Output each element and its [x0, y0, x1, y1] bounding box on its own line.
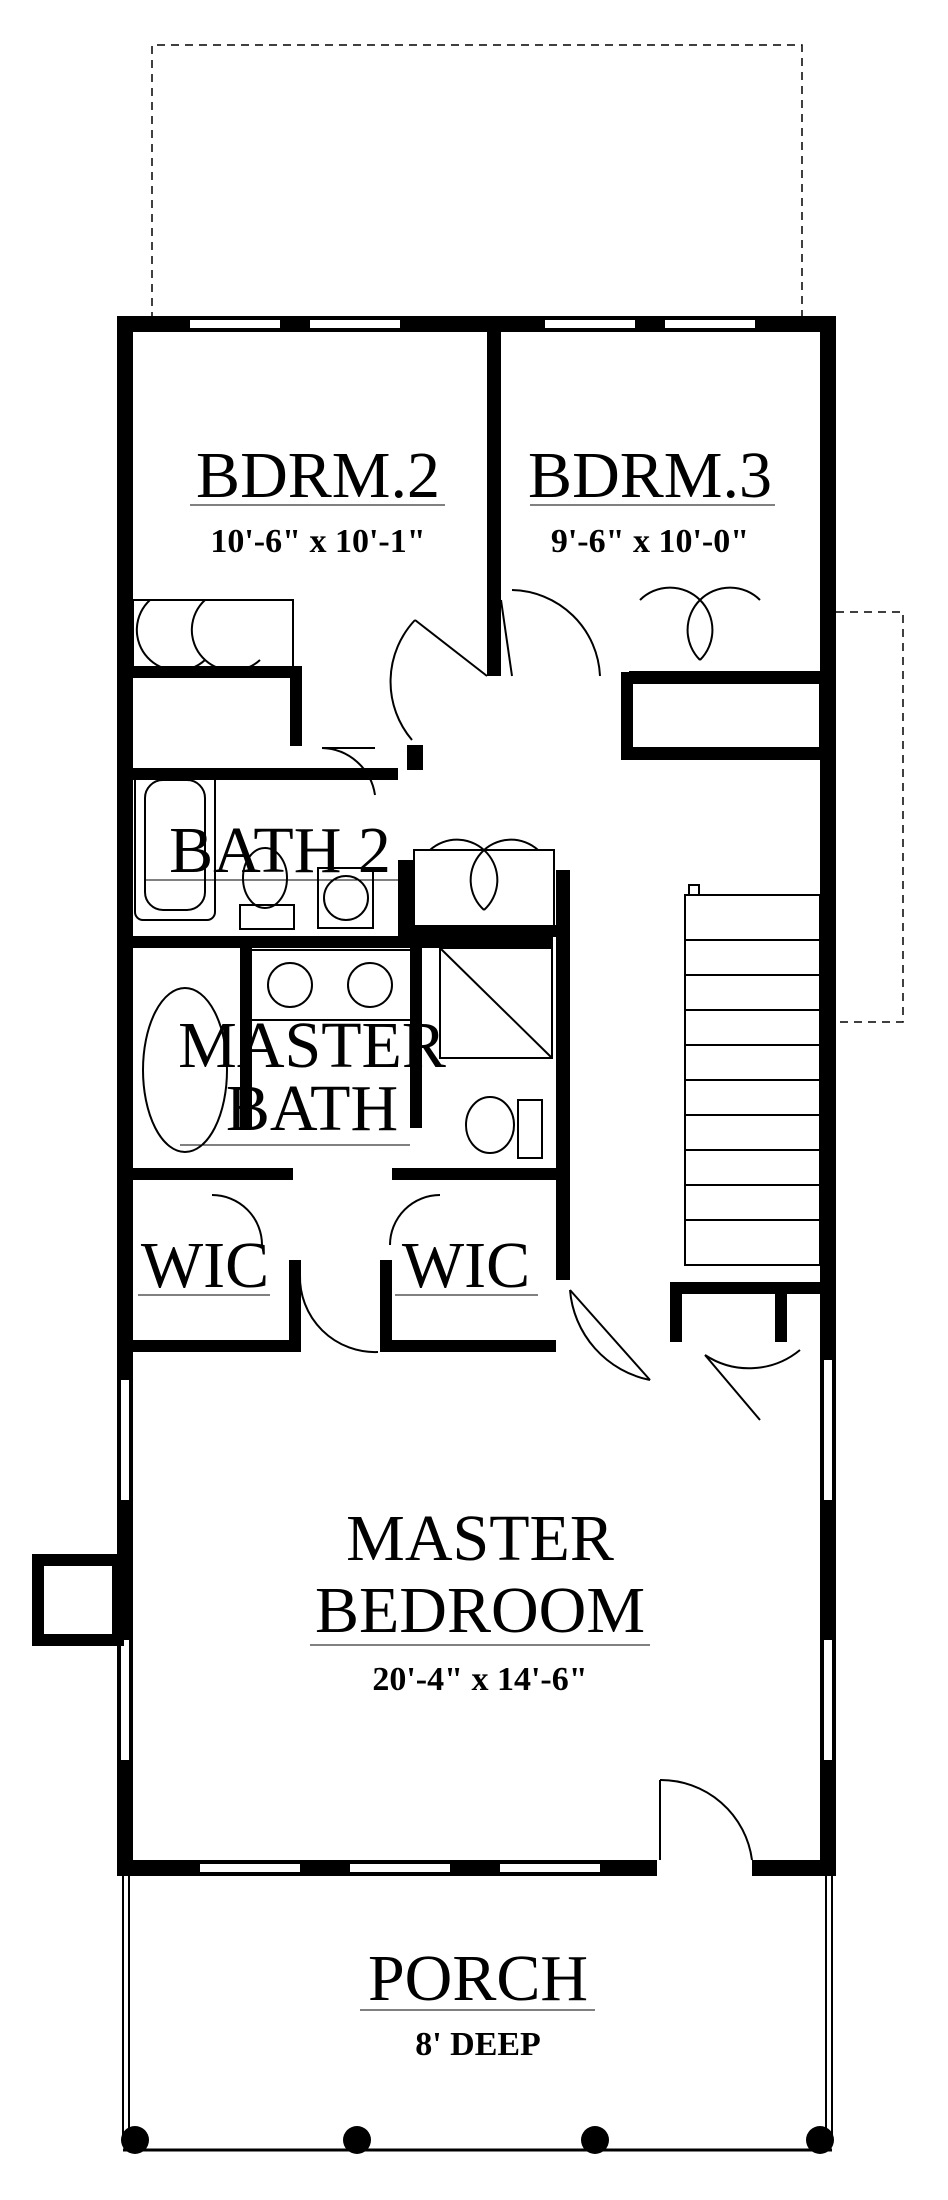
wic-right-name: WIC: [402, 1229, 530, 1302]
closets: [132, 586, 821, 927]
porch-name: PORCH: [368, 1942, 588, 2015]
master-bedroom-name-line2: BEDROOM: [315, 1574, 645, 1647]
doors: [211, 589, 801, 1861]
bdrm3-name: BDRM.3: [528, 439, 772, 512]
porch-dimensions: 8' DEEP: [415, 2026, 541, 2063]
porch-columns: [121, 2126, 834, 2154]
label-rules: [138, 504, 775, 2011]
window-marks: [121, 320, 832, 1872]
wic-left-name: WIC: [141, 1229, 269, 1302]
interior-walls: [133, 316, 836, 1352]
stair: [684, 884, 821, 1266]
bath2-name: BATH 2: [169, 814, 391, 887]
chimney-bump: [32, 1554, 124, 1646]
bdrm2-dimensions: 10'-6" x 10'-1": [210, 523, 425, 560]
master-bath-name-line2: BATH: [226, 1072, 398, 1145]
master-bath-name-line1: MASTER: [178, 1009, 446, 1082]
master-bedroom-dimensions: 20'-4" x 14'-6": [372, 1661, 587, 1698]
rear-deck-outline: [151, 44, 803, 320]
side-projection-outline: [836, 611, 904, 1023]
bdrm3-dimensions: 9'-6" x 10'-0": [551, 523, 749, 560]
bdrm2-name: BDRM.2: [196, 439, 440, 512]
master-bedroom-name-line1: MASTER: [346, 1502, 614, 1575]
bath-fixtures: [134, 769, 553, 1159]
porch: [121, 1876, 834, 2154]
